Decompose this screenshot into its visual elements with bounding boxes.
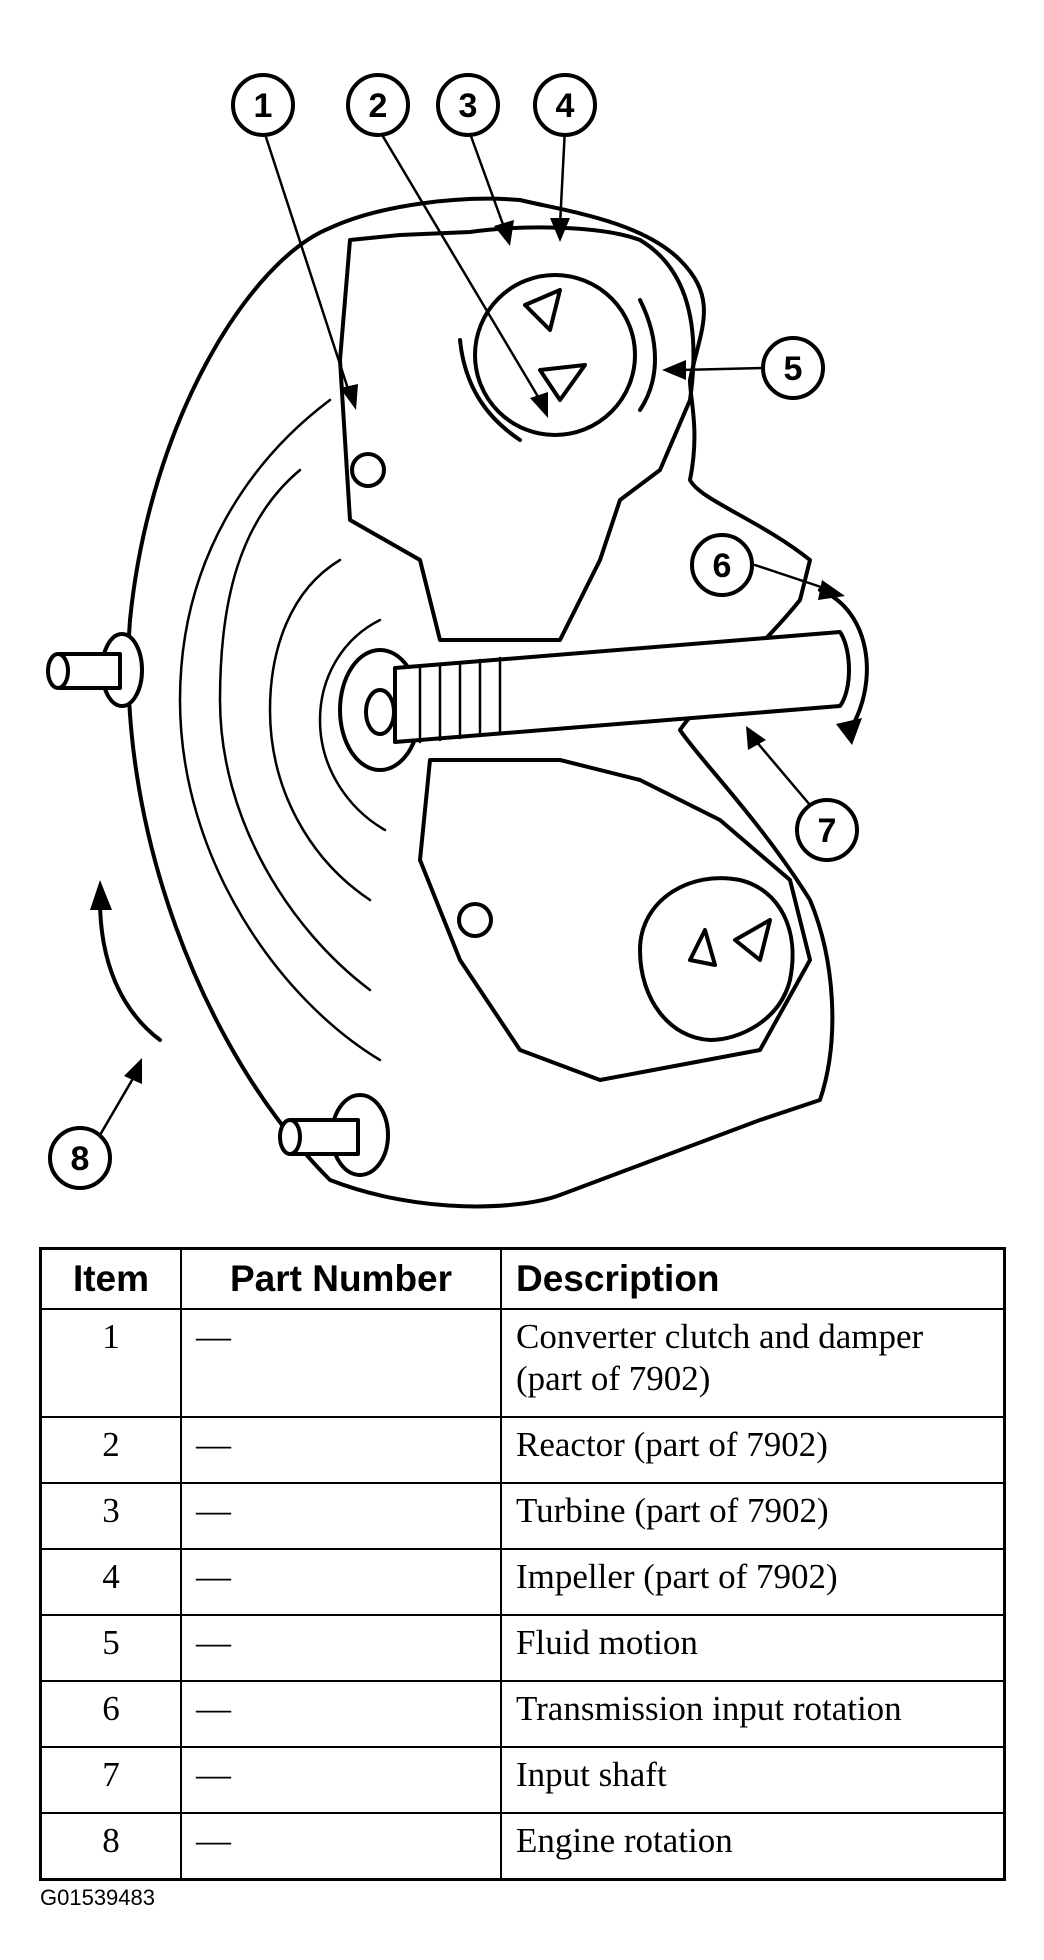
svg-text:1: 1 — [254, 87, 273, 125]
svg-text:8: 8 — [71, 1140, 90, 1178]
table-row: 7 — Input shaft — [39, 1746, 1006, 1814]
svg-text:2: 2 — [369, 87, 388, 125]
cutaway-lower-cavity — [418, 758, 812, 1082]
item-number: 2 — [39, 1416, 182, 1484]
item-number: 6 — [39, 1680, 182, 1748]
part-number: — — [180, 1308, 502, 1418]
part-number: — — [180, 1482, 502, 1550]
turbine-blade-upper-2 — [538, 363, 587, 402]
item-number: 7 — [39, 1746, 182, 1814]
front-face-ring-4 — [318, 618, 387, 832]
front-face-ring-outer — [178, 398, 382, 1062]
description: Reactor (part of 7902) — [500, 1416, 1006, 1484]
lower-mounting-stud — [278, 1093, 390, 1177]
table-row: 1 — Converter clutch and damper (part of… — [39, 1308, 1006, 1418]
callout-1: 1 — [231, 73, 295, 137]
front-face-ring-3 — [268, 558, 372, 902]
description: Fluid motion — [500, 1614, 1006, 1682]
description: Transmission input rotation — [500, 1680, 1006, 1748]
front-face-ring-2 — [218, 468, 372, 992]
part-number: — — [180, 1746, 502, 1814]
part-number: — — [180, 1680, 502, 1748]
damper-spring-upper — [350, 452, 386, 488]
upper-mounting-stud — [46, 632, 144, 708]
svg-text:7: 7 — [818, 812, 837, 850]
parts-table: Item Part Number Description 1 — Convert… — [39, 1247, 1006, 1881]
header-description: Description — [500, 1247, 1006, 1310]
item-number: 8 — [39, 1812, 182, 1881]
callout-7: 7 — [795, 798, 859, 862]
turbine-blade-lower-2 — [733, 918, 772, 962]
torque-converter-diagram: 1 2 3 4 5 6 7 8 — [46, 73, 869, 1209]
fluid-motion-arrow-2 — [638, 298, 657, 412]
part-number: — — [180, 1416, 502, 1484]
description: Turbine (part of 7902) — [500, 1482, 1006, 1550]
engine-rotation-arrow — [98, 898, 162, 1042]
description: Impeller (part of 7902) — [500, 1548, 1006, 1616]
description: Engine rotation — [500, 1812, 1006, 1881]
item-number: 4 — [39, 1548, 182, 1616]
callout-3: 3 — [436, 73, 500, 137]
fluid-circuit-lower — [638, 876, 795, 1042]
part-number: — — [180, 1614, 502, 1682]
table-row: 3 — Turbine (part of 7902) — [39, 1482, 1006, 1550]
damper-spring-lower — [457, 902, 493, 938]
input-rotation-arrow — [818, 588, 869, 732]
callout-8: 8 — [48, 1126, 112, 1190]
item-number: 1 — [39, 1308, 182, 1418]
table-row: 8 — Engine rotation — [39, 1812, 1006, 1881]
callout-6: 6 — [690, 533, 754, 597]
table-row: 4 — Impeller (part of 7902) — [39, 1548, 1006, 1616]
input-rotation-arrowhead — [836, 718, 862, 745]
description: Input shaft — [500, 1746, 1006, 1814]
description: Converter clutch and damper (part of 790… — [500, 1308, 1006, 1418]
item-number: 3 — [39, 1482, 182, 1550]
input-shaft — [393, 630, 851, 744]
figure-id: G01539483 — [40, 1885, 155, 1910]
table-row: 5 — Fluid motion — [39, 1614, 1006, 1682]
callout-2: 2 — [346, 73, 410, 137]
engine-rotation-arrowhead — [90, 880, 112, 910]
table-row: 2 — Reactor (part of 7902) — [39, 1416, 1006, 1484]
svg-text:4: 4 — [556, 87, 575, 125]
part-number: — — [180, 1812, 502, 1881]
callout-5: 5 — [761, 336, 825, 400]
table-header-row: Item Part Number Description — [39, 1247, 1006, 1310]
svg-text:3: 3 — [459, 87, 478, 125]
shaft-splines — [418, 656, 502, 744]
header-part-number: Part Number — [180, 1247, 502, 1310]
callout-leaders — [98, 126, 845, 1137]
turbine-blade-upper-1 — [523, 288, 562, 332]
table-row: 6 — Transmission input rotation — [39, 1680, 1006, 1748]
fluid-motion-arrow — [458, 338, 522, 442]
svg-text:5: 5 — [784, 350, 803, 388]
part-number: — — [180, 1548, 502, 1616]
callout-4: 4 — [533, 73, 597, 137]
svg-text:6: 6 — [713, 547, 732, 585]
cutaway-upper-cavity — [338, 225, 696, 642]
fluid-circuit-upper — [473, 273, 637, 437]
header-item: Item — [39, 1247, 182, 1310]
item-number: 5 — [39, 1614, 182, 1682]
hub-center — [364, 688, 396, 736]
turbine-blade-lower-1 — [688, 928, 717, 967]
